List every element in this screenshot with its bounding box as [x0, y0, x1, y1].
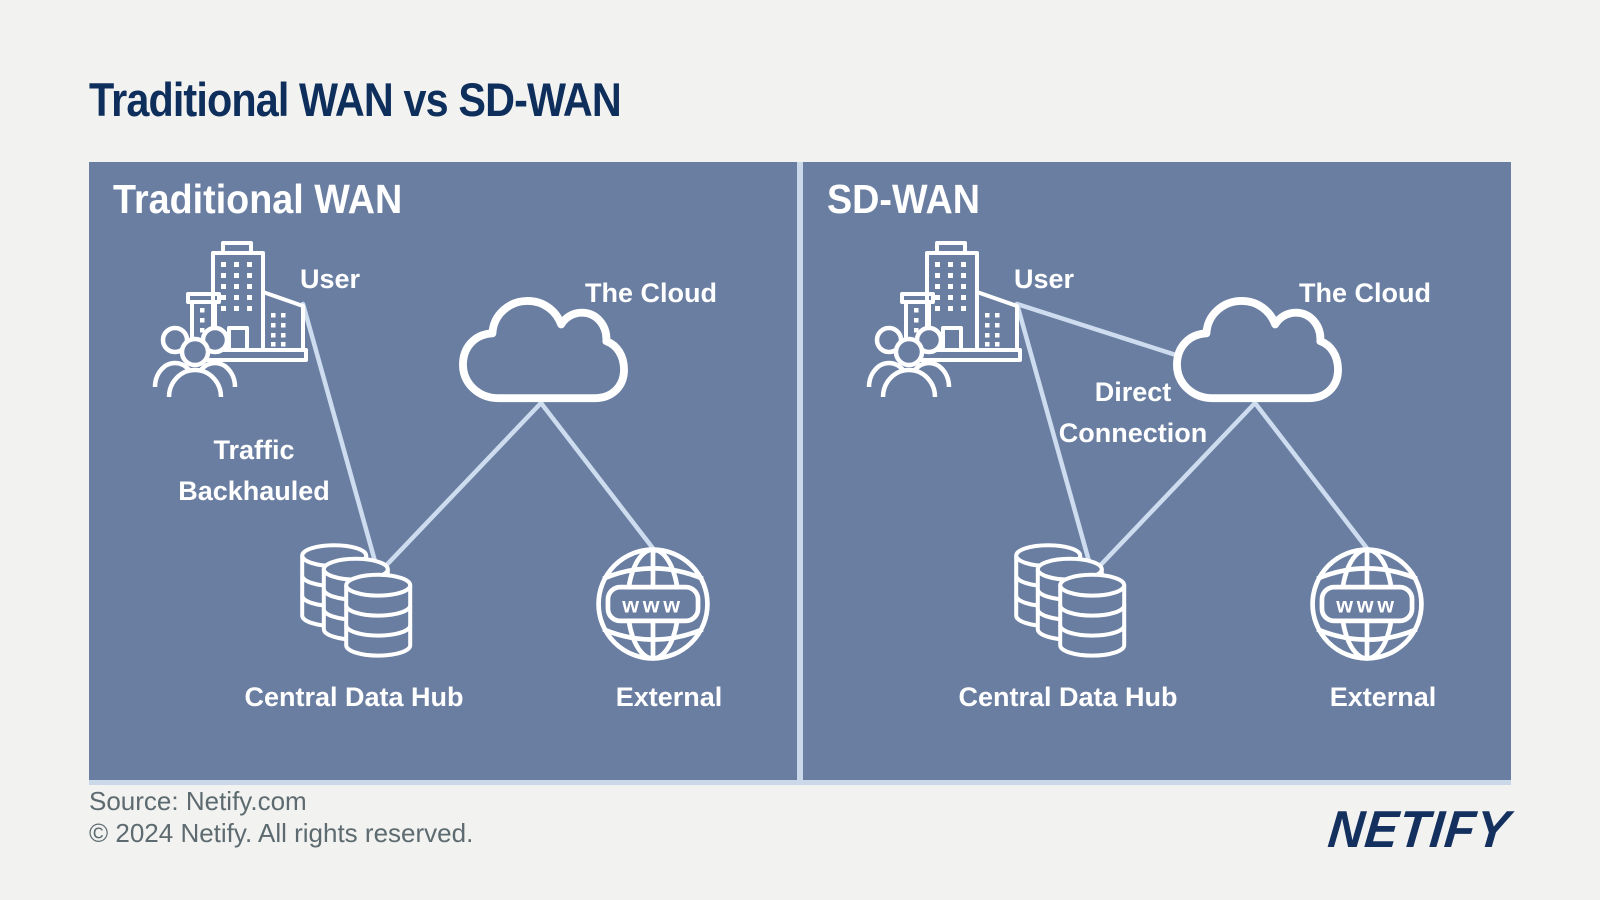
- edge-cloud-to-hub: [1090, 400, 1258, 576]
- edge-cloud-to-external: [538, 400, 658, 554]
- panel-sd-wan: SD-WAN User The Cloud Direct Connection …: [803, 162, 1511, 780]
- cloud-icon: [457, 296, 629, 406]
- central-data-hub-icon: [299, 542, 431, 670]
- user-building-icon: [865, 240, 1025, 398]
- panel-traditional-wan: Traditional WAN User The Cloud Traffic B…: [89, 162, 797, 780]
- panel-title-sd-wan: SD-WAN: [827, 176, 980, 222]
- comparison-diagram: Traditional WAN User The Cloud Traffic B…: [89, 162, 1511, 785]
- netify-logo: NETIFY: [1325, 801, 1514, 859]
- central-data-hub-label: Central Data Hub: [958, 682, 1178, 712]
- edge-user-to-hub: [1014, 301, 1095, 575]
- external-globe-icon: [1306, 543, 1428, 665]
- user-label: User: [1014, 264, 1075, 294]
- external-globe-icon: [592, 543, 714, 665]
- source-attribution: Source: Netify.com: [89, 786, 307, 816]
- cloud-label: The Cloud: [1299, 278, 1431, 308]
- traditional-wan-connectors: [300, 301, 658, 576]
- external-label: External: [615, 682, 723, 712]
- panel-title-traditional-wan: Traditional WAN: [113, 176, 403, 222]
- direct-connection-label: Direct Connection: [1058, 377, 1208, 448]
- traffic-backhauled-label: Traffic Backhauled: [178, 435, 330, 506]
- central-data-hub-icon: [1013, 542, 1145, 670]
- user-label: User: [300, 264, 361, 294]
- edge-cloud-to-external: [1252, 400, 1372, 554]
- edge-cloud-to-hub: [376, 400, 544, 576]
- copyright-notice: © 2024 Netify. All rights reserved.: [89, 818, 474, 848]
- external-label: External: [1329, 682, 1437, 712]
- cloud-label: The Cloud: [585, 278, 717, 308]
- page-title: Traditional WAN vs SD-WAN: [89, 73, 622, 126]
- user-building-icon: [151, 240, 311, 398]
- central-data-hub-label: Central Data Hub: [244, 682, 464, 712]
- edge-user-to-cloud: [1014, 301, 1182, 359]
- sd-wan-connectors: [1014, 301, 1372, 576]
- edge-user-to-hub: [300, 301, 381, 575]
